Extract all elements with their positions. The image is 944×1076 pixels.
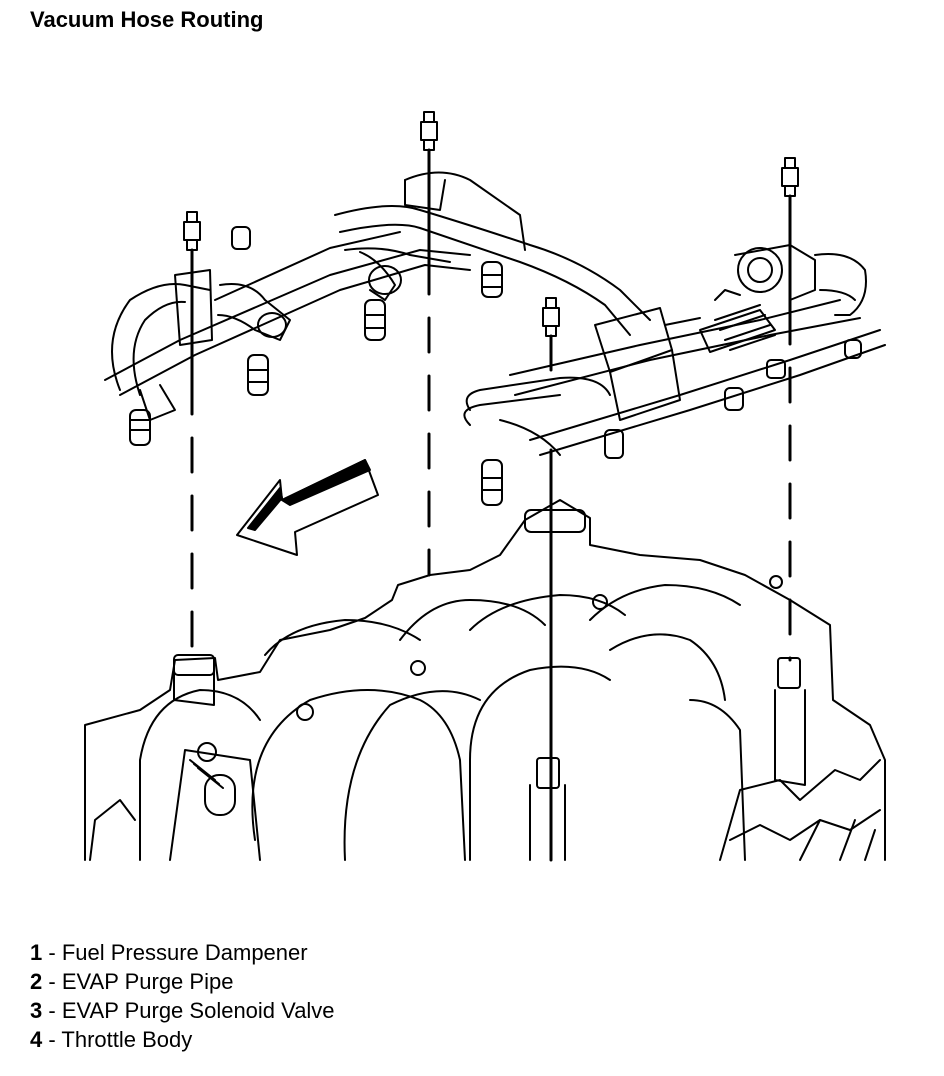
legend-separator: -: [42, 998, 62, 1023]
legend-item: 1 - Fuel Pressure Dampener: [30, 938, 335, 967]
legend-item: 2 - EVAP Purge Pipe: [30, 967, 335, 996]
legend-label: Fuel Pressure Dampener: [61, 940, 308, 965]
front-direction-arrow: [236, 459, 379, 556]
legend-number: 3: [30, 998, 43, 1023]
legend-number: 2: [30, 969, 43, 994]
legend-item: 3 - EVAP Purge Solenoid Valve: [30, 996, 335, 1025]
mounting-studs: [183, 111, 799, 337]
legend-separator: -: [42, 1027, 62, 1052]
legend-item: 4 - Throttle Body: [30, 1025, 335, 1054]
legend-label: Throttle Body: [61, 1027, 193, 1052]
legend-label: EVAP Purge Pipe: [61, 969, 234, 994]
alignment-lines: [190, 148, 792, 862]
intake-manifold: [84, 499, 886, 861]
fuel-rail-assembly: [104, 171, 886, 506]
legend-separator: -: [42, 969, 62, 994]
legend-number: 1: [30, 940, 43, 965]
vacuum-hose-illustration: [84, 111, 886, 862]
legend: 1 - Fuel Pressure Dampener 2 - EVAP Purg…: [30, 938, 335, 1054]
diagram-title: Vacuum Hose Routing: [30, 7, 264, 32]
legend-separator: -: [42, 940, 62, 965]
legend-label: EVAP Purge Solenoid Valve: [61, 998, 335, 1023]
legend-number: 4: [30, 1027, 43, 1052]
